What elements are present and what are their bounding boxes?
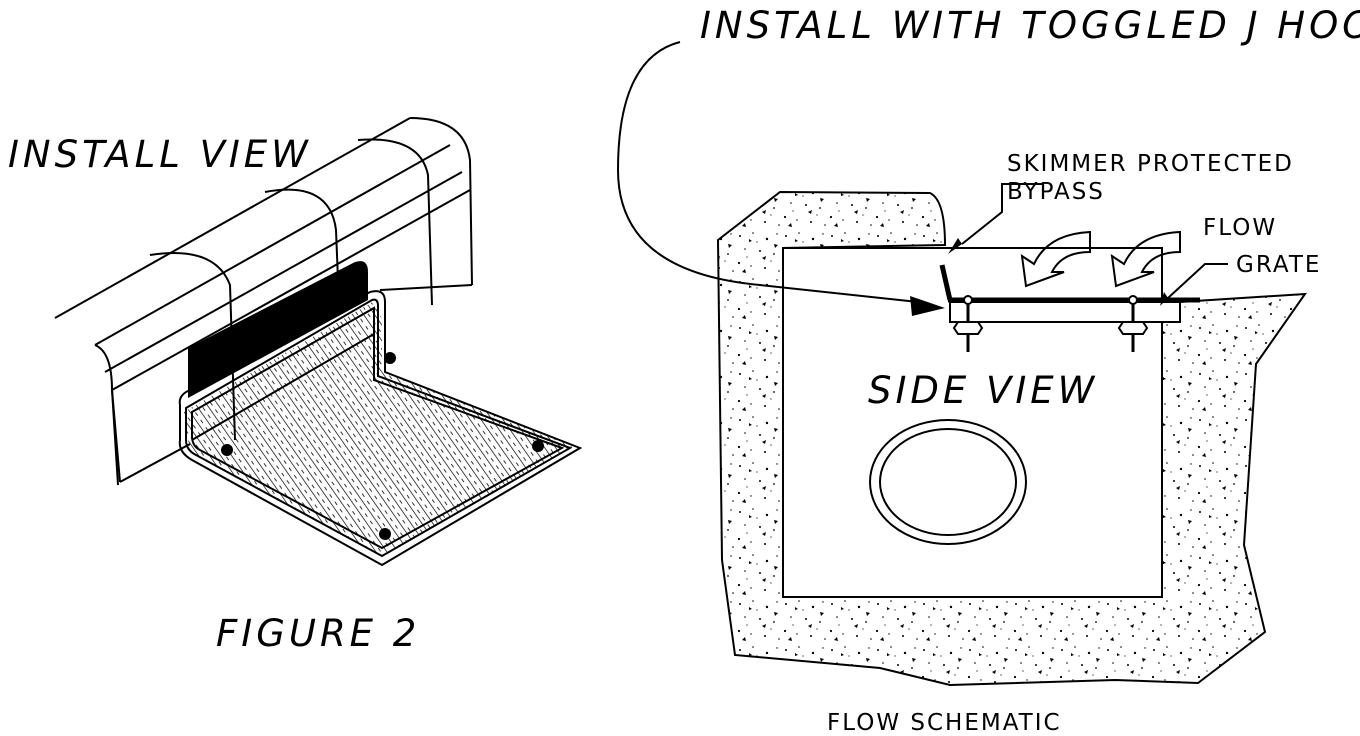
grate-leader (1167, 263, 1228, 299)
j-hook-right (1117, 295, 1149, 352)
side-view-drawing (616, 41, 1308, 687)
install-view-drawing (54, 117, 583, 567)
install-view-label: INSTALL VIEW (8, 133, 312, 176)
j-hook-leader (616, 41, 919, 303)
bolt-hole (379, 528, 391, 540)
curb (54, 117, 473, 486)
j-hook-left (952, 295, 984, 352)
outlet-pipe-outer (869, 419, 1027, 545)
flow-label: FLOW (1203, 215, 1277, 241)
grate-label: GRATE (1236, 252, 1321, 278)
skimmer-flap (939, 264, 953, 301)
side-view-label: SIDE VIEW (868, 369, 1098, 412)
inlet-opening (188, 261, 368, 398)
grate-frame (949, 301, 1181, 323)
skimmer-label-line1: SKIMMER PROTECTED (1007, 151, 1294, 177)
flow-schematic-label: FLOW SCHEMATIC (827, 710, 1062, 736)
skimmer-guard (178, 290, 583, 567)
outlet-pipe-inner (879, 428, 1017, 536)
skimmer-label-line2: BYPASS (1007, 179, 1105, 205)
bypass-leader (961, 183, 1042, 245)
bolt-hole (384, 352, 396, 364)
flow-arrow-left (1020, 230, 1091, 288)
bolt-hole (532, 440, 544, 452)
flow-arrow-right (1110, 230, 1181, 288)
install-hooks-label: INSTALL WITH TOGGLED J HOOKS (700, 4, 1360, 47)
bolt-hole (221, 444, 233, 456)
figure-label: FIGURE 2 (216, 612, 420, 655)
